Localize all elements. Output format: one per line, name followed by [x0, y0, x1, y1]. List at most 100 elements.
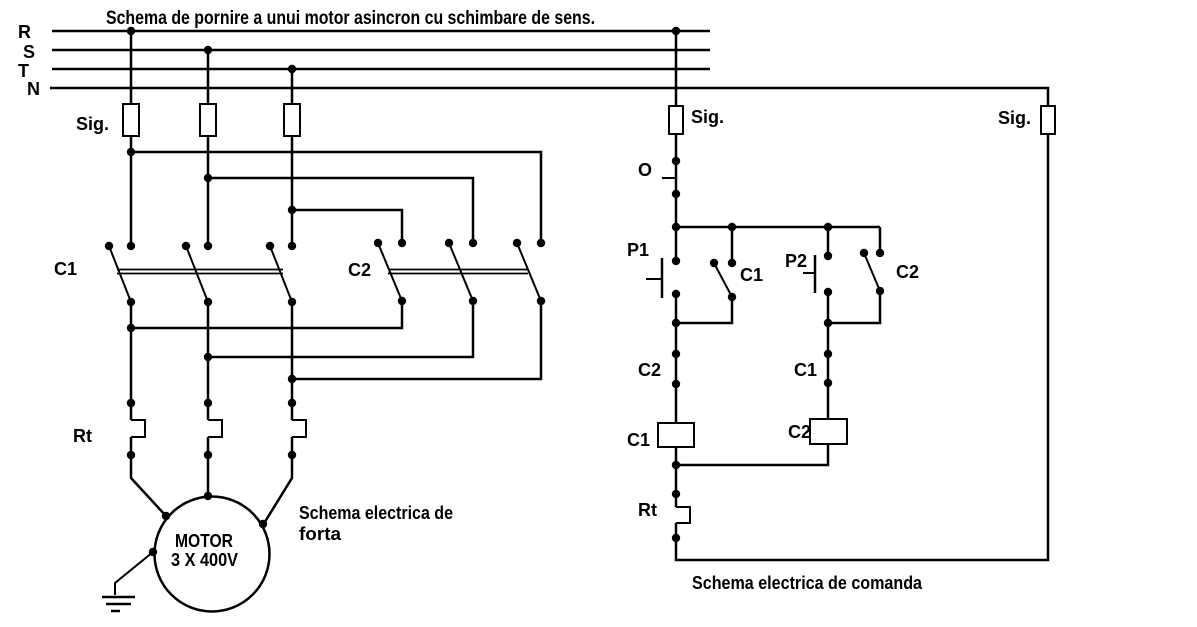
ground-symbol: [102, 595, 135, 613]
contactor-c1-label: C1: [54, 259, 77, 279]
rail-s-label: S: [23, 42, 35, 62]
junction-dot: [203, 173, 213, 183]
contact-terminal-dot: [265, 241, 275, 251]
motor-terminal-dot: [161, 511, 171, 521]
c2-aux-wire: [828, 227, 882, 325]
junction-dot: [287, 205, 297, 215]
contactor-output-links: [126, 301, 543, 384]
right-fuse-label: Sig.: [998, 108, 1031, 128]
contact-terminal-dot: [823, 287, 833, 297]
c1-contact-blades: [108, 245, 293, 303]
c2-feed-wires: [126, 147, 543, 243]
feed-r-to-c2-wire: [131, 150, 543, 243]
output-link-wire-2: [208, 301, 475, 359]
junction-dot: [126, 26, 136, 36]
control-caption: Schema electrica de comanda: [692, 573, 923, 593]
fuse-body: [668, 105, 684, 135]
p2-button-label: P2: [785, 251, 807, 271]
junction-dot: [671, 533, 681, 543]
c1-aux-label: C1: [740, 265, 763, 285]
junction-dot: [671, 318, 681, 328]
contact-terminal-dot: [859, 248, 869, 258]
contact-terminal-dot: [444, 238, 454, 248]
contact-terminal-dot: [727, 258, 737, 268]
contact-terminal-dot: [823, 378, 833, 388]
return-wire: [674, 134, 1050, 562]
contact-terminal-dot: [181, 241, 191, 251]
contact-terminal-dot: [823, 349, 833, 359]
fuse-body: [1040, 105, 1056, 135]
junction-dot: [126, 398, 136, 408]
motor-terminal-dot: [258, 519, 268, 529]
c2-coil-return-wire: [676, 444, 830, 467]
contact-terminal-dot: [126, 241, 136, 251]
stop-button-label: O: [638, 160, 652, 180]
motor-name-label: MOTOR: [175, 531, 233, 551]
thermal-relay-label: Rt: [73, 426, 92, 446]
contactor-c2-main: C2: [348, 238, 546, 306]
contactor-c2-label: C2: [348, 260, 371, 280]
output-link-wire-1: [131, 301, 404, 330]
contact-terminal-dot: [823, 251, 833, 261]
thermal-element: [208, 419, 223, 438]
motor-feed-wire-1: [129, 302, 167, 517]
c1-aux-blade: [713, 262, 733, 298]
motor: MOTOR 3 X 400V: [102, 491, 271, 613]
junction-dot: [671, 489, 681, 499]
c1-coil-label: C1: [627, 430, 650, 450]
contact-terminal-dot: [671, 349, 681, 359]
fuse-body: [199, 103, 217, 137]
control-fuse-label: Sig.: [691, 107, 724, 127]
force-fuses: Sig.: [76, 31, 301, 246]
rail-n-line: [50, 86, 1050, 106]
junction-dot: [823, 318, 833, 328]
junction-dot: [203, 450, 213, 460]
c2-coil: [809, 418, 848, 445]
diagram-title: Schema de pornire a unui motor asincron …: [106, 8, 595, 29]
rail-r-label: R: [18, 22, 31, 42]
contact-terminal-dot: [727, 292, 737, 302]
contact-terminal-dot: [709, 258, 719, 268]
junction-dot: [671, 26, 681, 36]
contact-terminal-dot: [875, 286, 885, 296]
thermal-contact-label: Rt: [638, 500, 657, 520]
thermal-relay-main: Rt: [73, 302, 307, 526]
fuse-body: [283, 103, 301, 137]
p1-button-label: P1: [627, 240, 649, 260]
force-caption-line1: Schema electrica de: [299, 503, 453, 523]
motor-terminal-dot: [203, 491, 213, 501]
c1-interlock-label: C1: [794, 360, 817, 380]
feed-t-to-c2-wire: [292, 208, 404, 243]
contact-terminal-dot: [512, 238, 522, 248]
rail-n-label: N: [27, 79, 40, 99]
c2-linkage-bar: [388, 268, 528, 275]
control-circuit: Sig. O P1 C1 P2 C2: [627, 31, 1056, 593]
force-fuse-label: Sig.: [76, 114, 109, 134]
c1-coil: [657, 422, 695, 448]
junction-dot: [671, 156, 681, 166]
c2-interlock-label: C2: [638, 360, 661, 380]
thermal-element: [131, 419, 146, 438]
junction-dot: [671, 222, 681, 232]
c2-aux-label: C2: [896, 262, 919, 282]
contact-terminal-dot: [671, 256, 681, 266]
rail-t-label: T: [18, 61, 29, 81]
ground-wire: [114, 551, 154, 595]
c1-aux-wire: [676, 227, 734, 325]
force-caption: Schema electrica de forta: [299, 503, 453, 544]
c1-linkage-bar: [117, 268, 283, 275]
contactor-c1-main: C1: [54, 241, 297, 307]
c2-aux-blade: [863, 252, 881, 292]
contact-terminal-dot: [373, 238, 383, 248]
thermal-element: [292, 419, 307, 438]
junction-dot: [203, 398, 213, 408]
c2-coil-label: C2: [788, 422, 811, 442]
contact-terminal-dot: [104, 241, 114, 251]
junction-dot: [287, 398, 297, 408]
junction-dot: [287, 450, 297, 460]
junction-dot: [671, 189, 681, 199]
contact-terminal-dot: [203, 241, 213, 251]
motor-feed-wire-3: [261, 302, 294, 526]
